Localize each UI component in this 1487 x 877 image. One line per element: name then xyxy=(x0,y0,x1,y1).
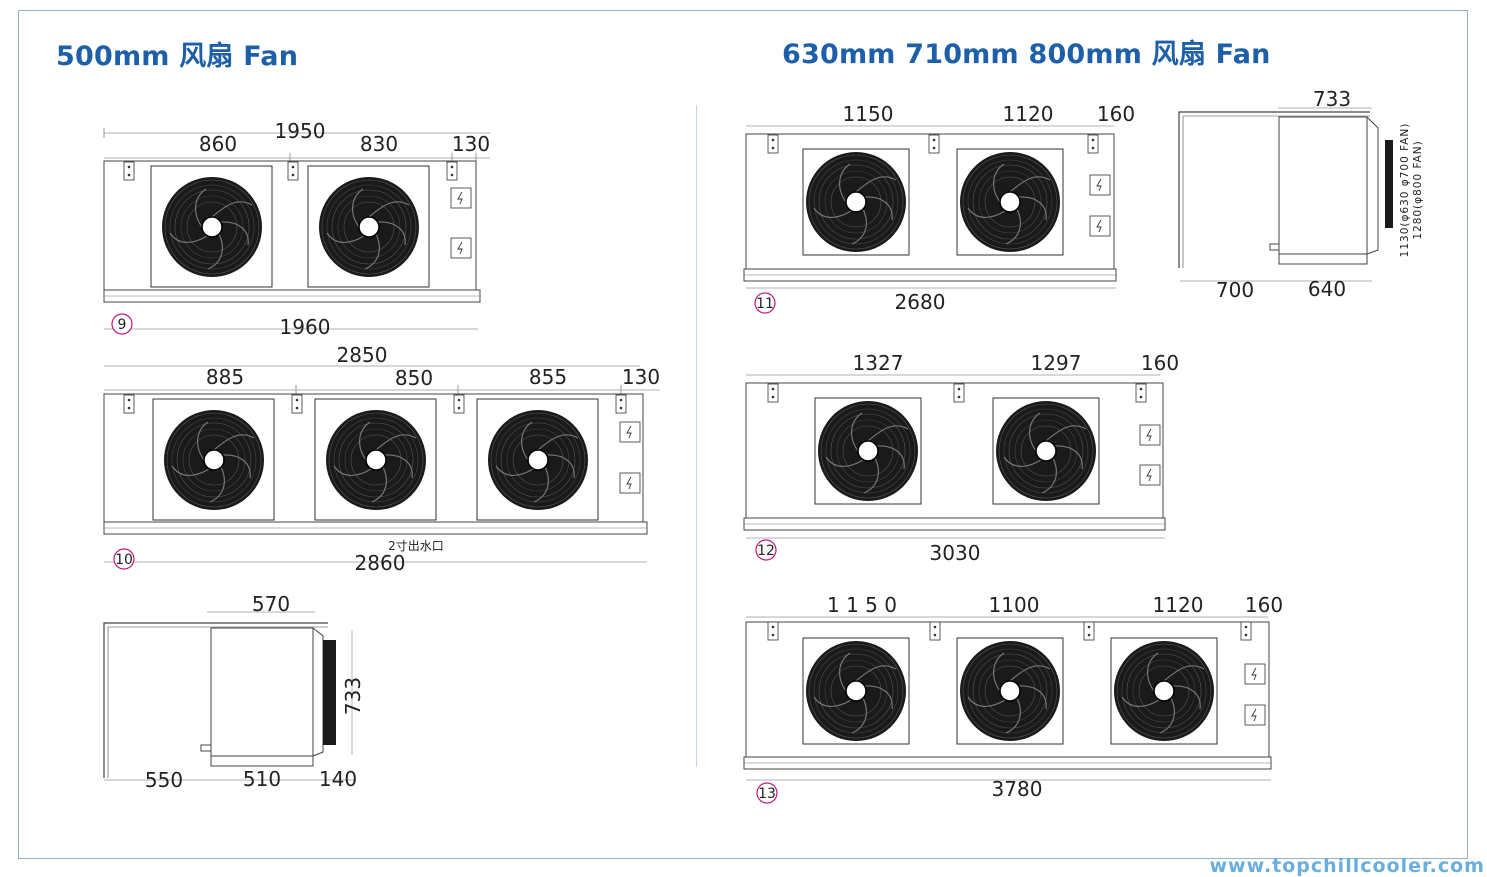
drawing-12: 1327 1297 160 3030 12 xyxy=(743,351,1179,565)
drawing-number-9: 9 xyxy=(111,313,133,335)
heading-500mm-fan: 500mm 风扇 Fan xyxy=(56,41,299,72)
dim-10-c: 855 xyxy=(529,365,567,389)
dim-side-510: 510 xyxy=(243,767,281,791)
dim-side-140: 140 xyxy=(319,767,357,791)
dim-9-bottom: 1960 xyxy=(280,315,331,339)
dim-11-bottom: 2680 xyxy=(895,290,946,314)
height-note-800: 1280(φ800 FAN) xyxy=(1412,140,1424,239)
website-url[interactable]: www.topchillcooler.com xyxy=(1209,855,1485,877)
side-view-630-800: 733 700 640 1130(φ630 φ700 FAN) 1280(φ80… xyxy=(1178,87,1424,302)
drawing-number-10: 10 xyxy=(113,548,135,570)
dim-13-b: 1100 xyxy=(989,593,1040,617)
dim-13-c: 1120 xyxy=(1153,593,1204,617)
dim-12-a: 1327 xyxy=(853,351,904,375)
dim-13-d: 160 xyxy=(1245,593,1283,617)
drawing-number-11: 11 xyxy=(754,292,776,314)
dim-10-bottom: 2860 xyxy=(355,551,406,575)
dim-10-a: 885 xyxy=(206,365,244,389)
dim-11-a: 1150 xyxy=(843,102,894,126)
svg-text:12: 12 xyxy=(757,543,775,559)
svg-text:11: 11 xyxy=(756,296,774,312)
dim-13-bottom: 3780 xyxy=(992,777,1043,801)
dim-11-c: 160 xyxy=(1097,102,1135,126)
dim-10-d: 130 xyxy=(622,365,660,389)
dim-9-total: 1950 xyxy=(275,119,326,143)
dim-9-a: 860 xyxy=(199,132,237,156)
dim-12-b: 1297 xyxy=(1031,351,1082,375)
svg-text:9: 9 xyxy=(118,317,127,333)
height-note-630-700: 1130(φ630 φ700 FAN) xyxy=(1399,123,1411,258)
page-border xyxy=(18,10,1468,859)
dim-12-c: 160 xyxy=(1141,351,1179,375)
drawing-10: 2850 885 850 855 130 2寸出水口 2860 10 xyxy=(103,343,660,575)
dim-side2-640: 640 xyxy=(1308,277,1346,301)
dim-side-550: 550 xyxy=(145,768,183,792)
drawing-number-13: 13 xyxy=(756,782,778,804)
svg-text:13: 13 xyxy=(758,786,776,802)
drawing-number-12: 12 xyxy=(755,539,777,561)
side-view-500: 570 733 550 510 140 xyxy=(103,592,365,792)
dim-9-b: 830 xyxy=(360,132,398,156)
dim-9-c: 130 xyxy=(452,132,490,156)
dim-10-b: 850 xyxy=(395,366,433,390)
dim-side2-700: 700 xyxy=(1216,278,1254,302)
dim-10-total: 2850 xyxy=(337,343,388,367)
drawing-11: 1150 1120 160 2680 11 xyxy=(743,102,1135,314)
dim-side2-733: 733 xyxy=(1313,87,1351,111)
section-divider xyxy=(696,105,697,767)
dim-12-bottom: 3030 xyxy=(930,541,981,565)
dim-13-a: 1 1 5 0 xyxy=(827,593,897,617)
drawing-13: 1 1 5 0 1100 1120 160 3780 13 xyxy=(743,593,1283,804)
dim-11-b: 1120 xyxy=(1003,102,1054,126)
dim-side-733: 733 xyxy=(341,677,365,715)
dim-side-570: 570 xyxy=(252,592,290,616)
drawing-9: 1950 860 830 130 1960 9 xyxy=(103,119,490,339)
heading-630-710-800mm-fan: 630mm 710mm 800mm 风扇 Fan xyxy=(782,39,1271,70)
note-2in-drain: 2寸出水口 xyxy=(388,539,444,553)
svg-text:10: 10 xyxy=(115,552,133,568)
